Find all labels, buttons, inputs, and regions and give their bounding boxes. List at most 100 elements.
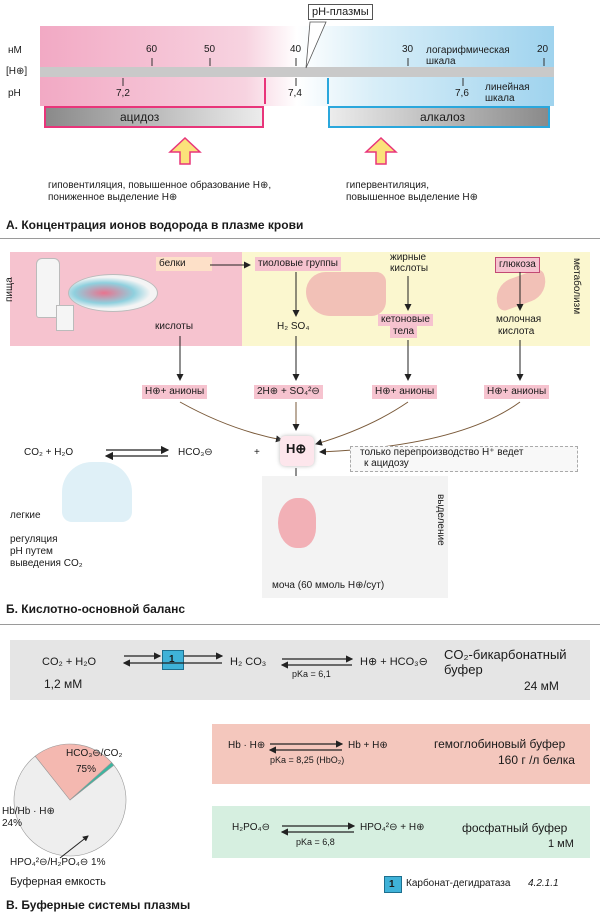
ph-tick-label: 7,2 <box>116 88 130 99</box>
nm-label: нМ <box>8 45 22 56</box>
section-a-title: А. Концентрация ионов водорода в плазме … <box>6 218 304 232</box>
h-anions-node: H⊕+ анионы <box>142 385 208 399</box>
pie-slice-hemoglobin <box>34 743 113 801</box>
thiol-node: тиоловые группы <box>255 257 341 271</box>
section-v-title: В. Буферные системы плазмы <box>6 898 191 912</box>
ph-tick-label: 7,4 <box>288 88 302 99</box>
hb-h-label: Hb + H⊕ <box>348 740 388 751</box>
legend-ec-number: 4.2.1.1 <box>528 878 559 889</box>
pie-bicarbonate-percent: 75% <box>76 764 97 775</box>
bicarbonate-buffer-name: буфер <box>444 662 483 677</box>
acidosis-arrow-icon <box>168 136 202 165</box>
h-bicarbonate-label: H⊕ + HCO₃⊖ <box>360 656 428 668</box>
phosphate-label: H₂PO₄⊖ <box>232 822 271 833</box>
overproduction-note-text: к ацидозу <box>364 458 409 469</box>
overproduction-note-text: только перепроизводство H⁺ ведет <box>360 447 524 458</box>
kidney-image <box>278 498 316 548</box>
log-tick-label: 50 <box>204 44 216 55</box>
alkalosis-cause: гипервентиляция, <box>346 180 429 191</box>
hemoglobin-pka: pKa = 8,25 (HbO₂) <box>270 755 345 765</box>
arrow-to-center <box>315 401 409 446</box>
enzyme-number: 1 <box>169 654 175 665</box>
phosphate-label: HPO₄²⊖ + H⊕ <box>360 822 425 833</box>
ph-axis-label: pH <box>8 88 21 99</box>
hemoglobin-concentration: 160 г /л белка <box>498 753 575 767</box>
acidosis-cause: гиповентиляция, повышенное образование H… <box>48 180 272 191</box>
proteins-node: белки <box>156 257 212 271</box>
legend-number: 1 <box>389 879 395 890</box>
phosphate-slice-pointer <box>59 835 89 859</box>
bicarbonate-concentration: 24 мМ <box>524 679 559 693</box>
hemoglobin-buffer-name: гемоглобиновый буфер <box>434 737 566 751</box>
log-tick-label: 40 <box>290 44 302 55</box>
phosphate-pka: pKa = 6,8 <box>296 837 335 847</box>
section-b-title: Б. Кислотно-основной баланс <box>6 602 186 616</box>
lungs-image <box>62 462 132 522</box>
log-tick-label: 20 <box>537 44 549 55</box>
co2-h2o-label: CO₂ + H₂O <box>24 447 74 458</box>
bicarbonate-label: HCO₃⊖ <box>178 447 213 458</box>
bicarbonate-buffer-panel <box>10 640 590 700</box>
ph-plasma-pointer <box>305 21 327 69</box>
co2-concentration: 1,2 мМ <box>44 677 83 691</box>
arrow-to-center <box>179 401 283 443</box>
fatty-acids-label: жирные <box>390 252 427 263</box>
alkalosis-arrow-icon <box>364 136 398 165</box>
acidosis-bar <box>44 106 264 128</box>
pie-hemoglobin-label: Hb/Hb · H⊕ <box>2 806 55 817</box>
buffer-capacity-pie <box>13 743 127 857</box>
phosphate-concentration: 1 мМ <box>548 838 574 850</box>
carbonic-acid-label: H₂ CO₃ <box>230 656 267 668</box>
h-sulfate-node: 2H⊕ + SO₄²⊖ <box>254 385 323 399</box>
regulation-label: выведения CO₂ <box>10 558 83 569</box>
liver-image <box>306 272 386 316</box>
buffer-capacity-label: Буферная емкость <box>10 876 106 888</box>
fatty-acids-label: кислоты <box>390 263 429 274</box>
linear-scale-label: линейная шкала <box>485 82 530 104</box>
regulation-label: pH путем <box>10 546 53 557</box>
plus-sign: + <box>254 447 260 458</box>
lactic-acid-label: кислота <box>498 326 535 337</box>
sulfuric-acid-node: H₂ SO₄ <box>274 320 313 334</box>
log-scale-label: логарифмическая шкала <box>426 45 510 67</box>
acids-node: кислоты <box>152 320 197 334</box>
ph-tick-label: 7,6 <box>455 88 469 99</box>
h-center-node: H⊕ <box>280 436 314 466</box>
h-anions-node: H⊕+ анионы <box>484 385 550 399</box>
food-plate-image <box>68 274 158 312</box>
legend-badge: 1 <box>384 876 402 893</box>
pie-bicarbonate-label: HCO₃⊖/CO₂ <box>66 748 123 759</box>
overproduction-note <box>350 446 578 472</box>
h-anions-node: H⊕+ анионы <box>372 385 438 399</box>
alkalosis-cause: повышенное выделение H⊕ <box>346 192 479 203</box>
ketone-node: тела <box>390 326 418 338</box>
pie-slice-phosphate <box>69 762 115 801</box>
carbonic-anhydrase-badge: 1 <box>162 650 184 670</box>
acidosis-cause: пониженное выделение H⊕ <box>48 192 178 203</box>
lungs-label: легкие <box>10 510 41 521</box>
ketone-node: кетоновые <box>378 314 433 326</box>
alkalosis-label: алкалоз <box>420 110 466 124</box>
bicarbonate-buffer-name: CO₂-бикарбонатный <box>444 647 567 662</box>
hemoglobin-buffer-panel <box>212 724 590 784</box>
regulation-label: регуляция <box>10 534 58 545</box>
phosphate-buffer-panel <box>212 806 590 858</box>
urine-label: моча (60 ммоль H⊕/сут) <box>272 580 385 591</box>
alkalosis-bar <box>328 106 550 128</box>
phosphate-buffer-name: фосфатный буфер <box>462 821 568 835</box>
legend-text: Карбонат-дегидратаза <box>406 878 511 889</box>
pie-phosphate-label: HPO₄²⊖/H₂PO₄⊖ 1% <box>10 857 106 868</box>
scale-grey-band <box>40 67 554 77</box>
divider <box>0 238 600 239</box>
acidosis-label: ацидоз <box>120 110 160 124</box>
h-concentration-label: [H⊕] <box>6 66 28 77</box>
log-tick-label: 60 <box>146 44 158 55</box>
bicarbonate-pka: pKa = 6,1 <box>292 669 331 679</box>
log-tick-label: 30 <box>402 44 414 55</box>
hb-h-label: Hb · H⊕ <box>228 740 266 751</box>
h-center-label: H⊕ <box>286 441 307 456</box>
scale-panel <box>40 26 554 106</box>
ph-plasma-label: pH-плазмы <box>308 4 373 20</box>
